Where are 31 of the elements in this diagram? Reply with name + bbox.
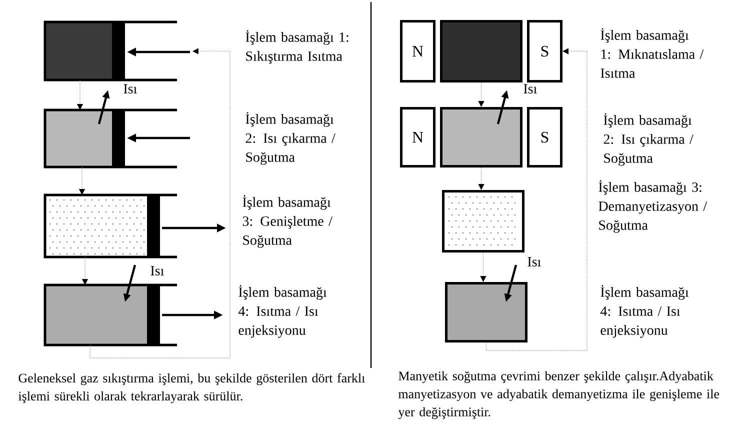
connector-arrow [486,48,588,351]
step-label: İşlem basamağı 3: Demanyetizasyon / Soğutma [598,180,708,233]
magnet-box: N [400,107,436,168]
caption-text: Geleneksel gaz sıkıştırma işlemi, bu şekilde gösterilen dört farklı işlemi sürekli olarak tekrarlayarak sürülür. [18,373,365,404]
connector-arrow [480,252,486,282]
connector-arrow [478,167,484,190]
magnet-box: N [400,20,436,82]
material-block [440,107,522,168]
heat-label: Isı [528,257,541,266]
step-label: İşlem basamağı 2: Isı çıkarma / Soğutma [604,113,694,166]
piston-cylinder [44,194,177,258]
step-label: İşlem basamağı 4: Isıtma / Isı enjeksiyonu [238,285,327,338]
connector-arrow [478,82,484,107]
step-label: İşlem basamağı 1: Mıknatıslama / Isıtma [600,28,704,78]
step-label: İşlem basamağı 2: Isı çıkarma / Soğutma [246,112,336,165]
material-block [445,282,528,342]
piston-cylinder [44,108,177,168]
step-label: İşlem basamağı 3: Genişletme / Soğutma [242,195,332,248]
heat-label: Isı [524,84,537,94]
material-block [442,190,524,252]
step-label: İşlem basamağı 1: Sıkıştırma Isıtma [246,30,348,64]
heat-label: Isı [124,84,137,94]
material-block [440,20,522,82]
caption-text: Manyetik soğutma çevrimi benzer şekilde çalışır.Adyabatik manyetizasyon ve adyabatik demanyetizma ile genişleme ile yer değiştirmiştir. [398,371,720,420]
magnet-box: S [527,107,562,168]
connector-arrow [90,48,230,358]
piston-cylinder [44,20,177,82]
magnet-box: S [527,20,562,82]
piston-cylinder [44,284,177,346]
heat-label: Isı [150,266,164,276]
step-label: İşlem basamağı 4: Isıtma / Isı enjeksiyonu [600,285,689,338]
